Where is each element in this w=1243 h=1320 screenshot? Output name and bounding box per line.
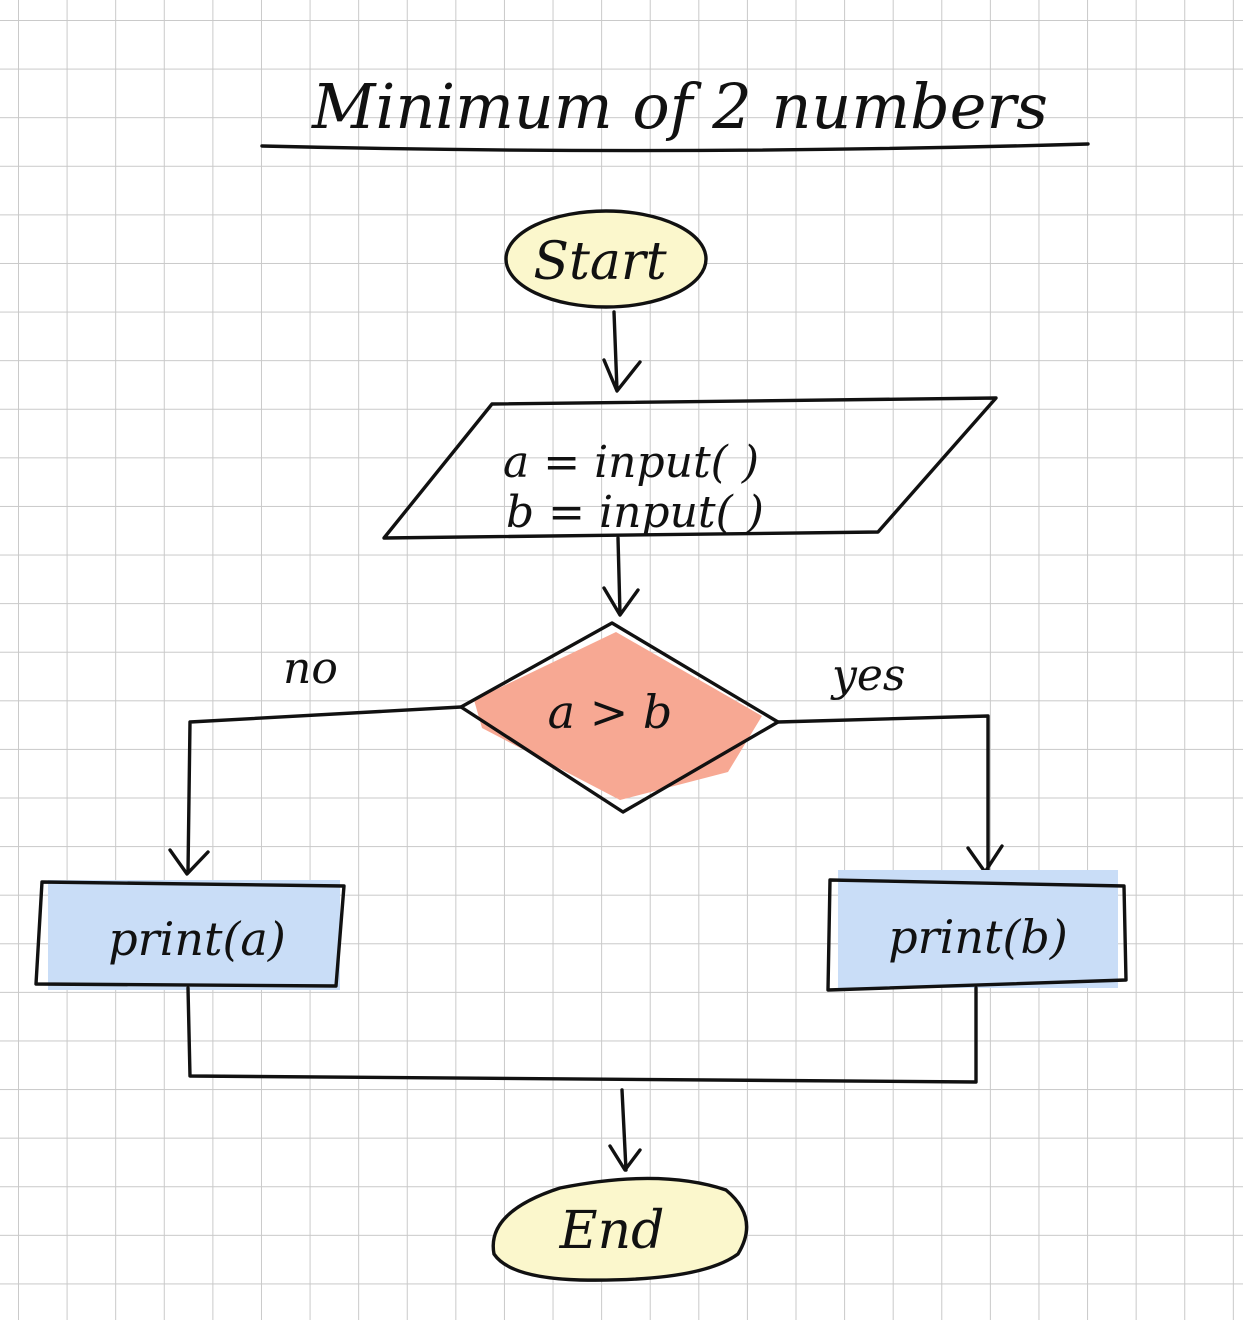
print-b-node: print(b) bbox=[826, 870, 1128, 992]
yes-branch-label: yes bbox=[830, 650, 905, 701]
print-a-label: print(a) bbox=[108, 912, 286, 966]
start-label: Start bbox=[533, 232, 666, 292]
arrow-start-to-input bbox=[602, 310, 642, 393]
print-b-fill bbox=[838, 870, 1118, 988]
input-shape bbox=[382, 396, 998, 540]
decision-label: a > b bbox=[548, 685, 673, 739]
merge-line bbox=[186, 986, 978, 1084]
yes-branch-line bbox=[776, 714, 1004, 874]
end-label: End bbox=[559, 1201, 665, 1261]
no-branch-line bbox=[168, 705, 463, 876]
decision-node: a > b bbox=[459, 621, 780, 814]
title-underline bbox=[260, 142, 1090, 153]
input-node: a = input( ) b = input( ) bbox=[382, 396, 998, 540]
print-a-node: print(a) bbox=[34, 880, 346, 990]
print-b-shape bbox=[826, 878, 1128, 992]
decision-fill bbox=[474, 632, 762, 800]
print-a-shape bbox=[34, 880, 346, 988]
diagram-title: Minimum of 2 numbers bbox=[311, 70, 1048, 143]
input-line-a: a = input( ) bbox=[503, 437, 759, 488]
arrow-merge-to-end bbox=[608, 1088, 642, 1172]
start-shape bbox=[504, 209, 708, 309]
decision-shape bbox=[459, 621, 780, 814]
print-a-fill bbox=[48, 880, 340, 990]
no-branch-label: no bbox=[283, 643, 338, 694]
arrow-input-to-decision bbox=[602, 536, 640, 617]
end-node: End bbox=[491, 1176, 749, 1282]
end-shape bbox=[491, 1176, 749, 1282]
print-b-label: print(b) bbox=[888, 910, 1068, 964]
input-line-b: b = input( ) bbox=[506, 487, 764, 538]
start-node: Start bbox=[504, 209, 708, 309]
